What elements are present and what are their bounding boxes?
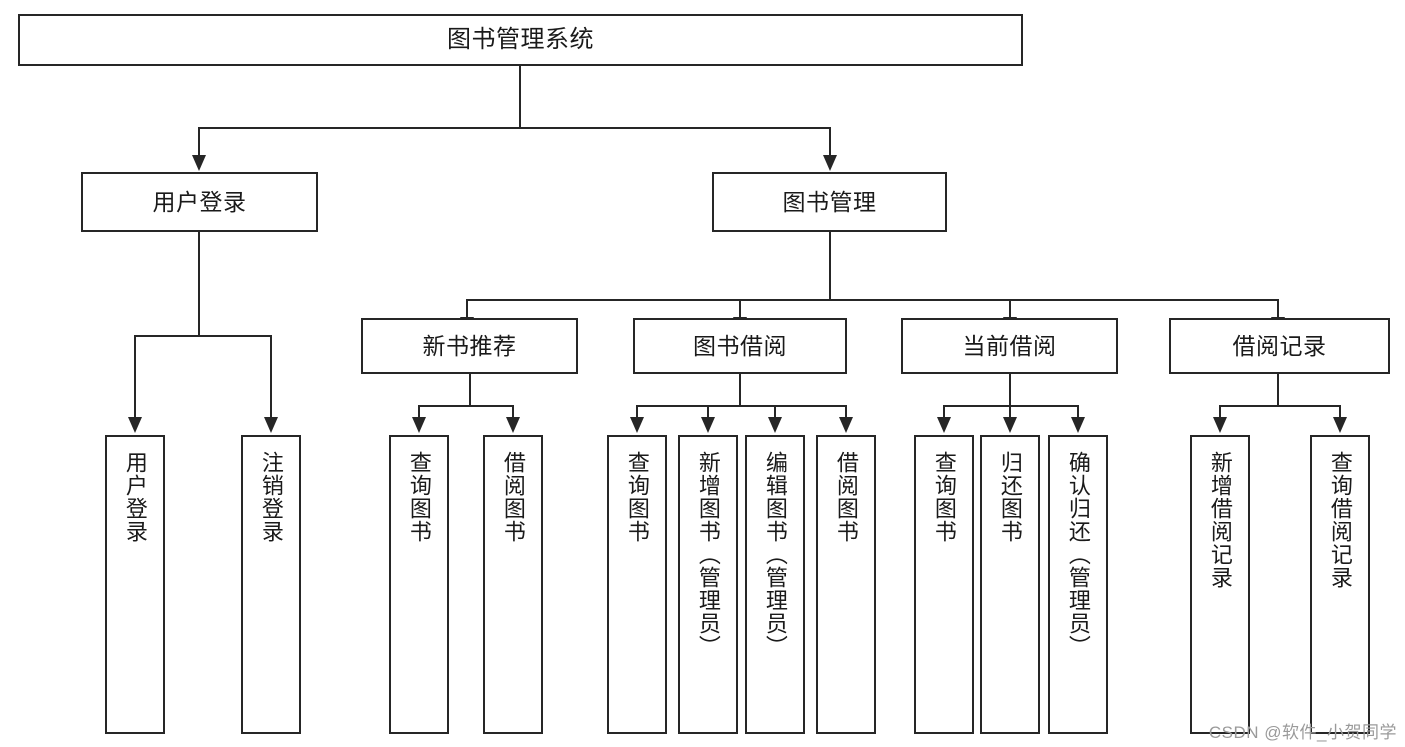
leaf-query-book-current[interactable]: 查询图书 <box>914 435 974 734</box>
edge-book-borrow-leaf2 <box>707 405 709 419</box>
leaf-query-book-borrow[interactable]: 查询图书 <box>607 435 667 734</box>
edge-to-borrow-record <box>1277 299 1279 319</box>
edge-current-borrow-stem <box>1009 374 1011 406</box>
arrowhead-book-borrow-leaf1 <box>630 417 644 433</box>
node-label: 借阅图书 <box>500 451 526 543</box>
arrowhead-new-book-leaf2 <box>506 417 520 433</box>
node-label: 新增借阅记录 <box>1207 451 1233 589</box>
node-book-borrow[interactable]: 图书借阅 <box>633 318 847 374</box>
arrowhead-current-borrow-leaf1 <box>937 417 951 433</box>
leaf-query-book-recommend[interactable]: 查询图书 <box>389 435 449 734</box>
edge-book-manage-stem <box>829 232 831 300</box>
leaf-query-borrow-record[interactable]: 查询借阅记录 <box>1310 435 1370 734</box>
node-label: 查询图书 <box>624 451 650 543</box>
node-label: 用户登录 <box>122 451 148 543</box>
edge-borrow-record-stem <box>1277 374 1279 406</box>
node-label: 确认归还（管理员） <box>1065 451 1091 658</box>
node-label: 新书推荐 <box>422 332 517 359</box>
leaf-add-book-admin[interactable]: 新增图书（管理员） <box>678 435 738 734</box>
edge-borrow-record-bus <box>1219 405 1341 407</box>
edge-book-borrow-leaf3 <box>774 405 776 419</box>
leaf-borrow-book-recommend[interactable]: 借阅图书 <box>483 435 543 734</box>
edge-book-borrow-leaf1 <box>636 405 638 419</box>
edge-level3-bus <box>466 299 1278 301</box>
arrowhead-book-borrow-leaf4 <box>839 417 853 433</box>
node-label: 借阅记录 <box>1232 332 1327 359</box>
edge-new-book-bus <box>418 405 513 407</box>
node-label: 用户登录 <box>152 188 247 215</box>
edge-user-login-leaf1 <box>134 335 136 419</box>
edge-book-borrow-stem <box>739 374 741 406</box>
arrowhead-borrow-record-leaf2 <box>1333 417 1347 433</box>
node-label: 查询图书 <box>406 451 432 543</box>
arrowhead-book-manage <box>823 155 837 171</box>
leaf-logout[interactable]: 注销登录 <box>241 435 301 734</box>
edge-borrow-record-leaf2 <box>1339 405 1341 419</box>
node-label: 图书借阅 <box>693 332 787 359</box>
node-root-system[interactable]: 图书管理系统 <box>18 14 1023 66</box>
node-label: 新增图书（管理员） <box>695 451 721 658</box>
node-new-book-recommend[interactable]: 新书推荐 <box>361 318 578 374</box>
node-label: 编辑图书（管理员） <box>762 451 788 658</box>
arrowhead-user-login <box>192 155 206 171</box>
edge-user-login-bus <box>134 335 271 337</box>
node-label: 注销登录 <box>258 451 284 543</box>
arrowhead-current-borrow-leaf3 <box>1071 417 1085 433</box>
node-borrow-record[interactable]: 借阅记录 <box>1169 318 1390 374</box>
node-label: 图书管理系统 <box>447 26 594 54</box>
node-label: 图书管理 <box>782 188 877 215</box>
edge-root-stem <box>519 66 521 128</box>
leaf-add-borrow-record[interactable]: 新增借阅记录 <box>1190 435 1250 734</box>
edge-book-borrow-bus <box>636 405 846 407</box>
node-current-borrow[interactable]: 当前借阅 <box>901 318 1118 374</box>
edge-new-book-leaf2 <box>512 405 514 419</box>
node-book-management[interactable]: 图书管理 <box>712 172 947 232</box>
edge-to-current-borrow <box>1009 299 1011 319</box>
edge-current-borrow-leaf2 <box>1009 405 1011 419</box>
edge-borrow-record-leaf1 <box>1219 405 1221 419</box>
edge-new-book-leaf1 <box>418 405 420 419</box>
edge-current-borrow-leaf1 <box>943 405 945 419</box>
node-label: 查询图书 <box>931 451 957 543</box>
arrowhead-current-borrow-leaf2 <box>1003 417 1017 433</box>
leaf-return-book[interactable]: 归还图书 <box>980 435 1040 734</box>
node-label: 查询借阅记录 <box>1327 451 1353 589</box>
node-user-login[interactable]: 用户登录 <box>81 172 318 232</box>
edge-user-login-stem <box>198 232 200 336</box>
edge-new-book-stem <box>469 374 471 406</box>
edge-level2-bus <box>198 127 831 129</box>
arrowhead-book-borrow-leaf3 <box>768 417 782 433</box>
edge-book-borrow-leaf4 <box>845 405 847 419</box>
leaf-edit-book-admin[interactable]: 编辑图书（管理员） <box>745 435 805 734</box>
arrowhead-user-login-leaf2 <box>264 417 278 433</box>
edge-current-borrow-leaf3 <box>1077 405 1079 419</box>
node-label: 借阅图书 <box>833 451 859 543</box>
edge-to-user-login <box>198 127 200 157</box>
arrowhead-borrow-record-leaf1 <box>1213 417 1227 433</box>
edge-user-login-leaf2 <box>270 335 272 419</box>
edge-to-new-book <box>466 299 468 319</box>
arrowhead-book-borrow-leaf2 <box>701 417 715 433</box>
edge-to-book-borrow <box>739 299 741 319</box>
node-label: 归还图书 <box>997 451 1023 543</box>
node-label: 当前借阅 <box>962 332 1057 359</box>
leaf-borrow-book[interactable]: 借阅图书 <box>816 435 876 734</box>
arrowhead-new-book-leaf1 <box>412 417 426 433</box>
leaf-confirm-return-admin[interactable]: 确认归还（管理员） <box>1048 435 1108 734</box>
leaf-user-login[interactable]: 用户登录 <box>105 435 165 734</box>
edge-to-book-manage <box>829 127 831 157</box>
arrowhead-user-login-leaf1 <box>128 417 142 433</box>
